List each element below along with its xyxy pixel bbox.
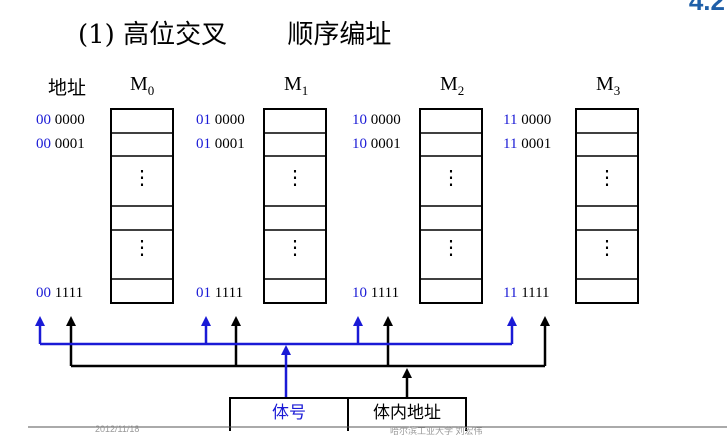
module-label-m0: M0: [130, 73, 155, 98]
address-column-header: 地址: [48, 77, 87, 99]
address-m2-row2: 10 1111: [352, 285, 400, 301]
module-label-m1: M1: [284, 73, 309, 98]
bank-number-label: 体号: [272, 403, 306, 423]
ellipsis-mark: ⋮: [441, 235, 461, 259]
up-arrow-icon: [507, 316, 517, 326]
address-m0-row0: 00 0000: [36, 112, 85, 128]
address-m1-row2: 01 1111: [196, 285, 244, 301]
up-arrow-icon: [540, 316, 550, 326]
address-m1-row0: 01 0000: [196, 112, 245, 128]
page-title: (1) 高位交叉 顺序编址: [78, 20, 392, 50]
up-arrow-icon: [201, 316, 211, 326]
section-number: 4.2: [688, 0, 725, 16]
address-m1-row1: 01 0001: [196, 136, 245, 152]
address-m2-row1: 10 0001: [352, 136, 401, 152]
address-m3-row0: 11 0000: [503, 112, 552, 128]
up-arrow-icon: [353, 316, 363, 326]
up-arrow-icon: [66, 316, 76, 326]
ellipsis-mark: ⋮: [597, 165, 617, 189]
ellipsis-mark: ⋮: [285, 235, 305, 259]
module-label-m3: M3: [596, 73, 621, 98]
ellipsis-mark: ⋮: [285, 165, 305, 189]
address-m0-row1: 00 0001: [36, 136, 85, 152]
module-label-m2: M2: [440, 73, 465, 98]
ellipsis-mark: ⋮: [597, 235, 617, 259]
address-m3-row1: 11 0001: [503, 136, 552, 152]
up-arrow-icon: [231, 316, 241, 326]
up-arrow-icon: [402, 368, 412, 378]
address-m0-row2: 00 1111: [36, 285, 84, 301]
in-bank-address-label: 体内地址: [373, 403, 441, 423]
footer-date: 2012/11/18: [95, 424, 140, 434]
ellipsis-mark: ⋮: [132, 235, 152, 259]
up-arrow-icon: [281, 345, 291, 355]
ellipsis-mark: ⋮: [132, 165, 152, 189]
up-arrow-icon: [383, 316, 393, 326]
address-m2-row0: 10 0000: [352, 112, 401, 128]
address-m3-row2: 11 1111: [503, 285, 550, 301]
ellipsis-mark: ⋮: [441, 165, 461, 189]
up-arrow-icon: [35, 316, 45, 326]
